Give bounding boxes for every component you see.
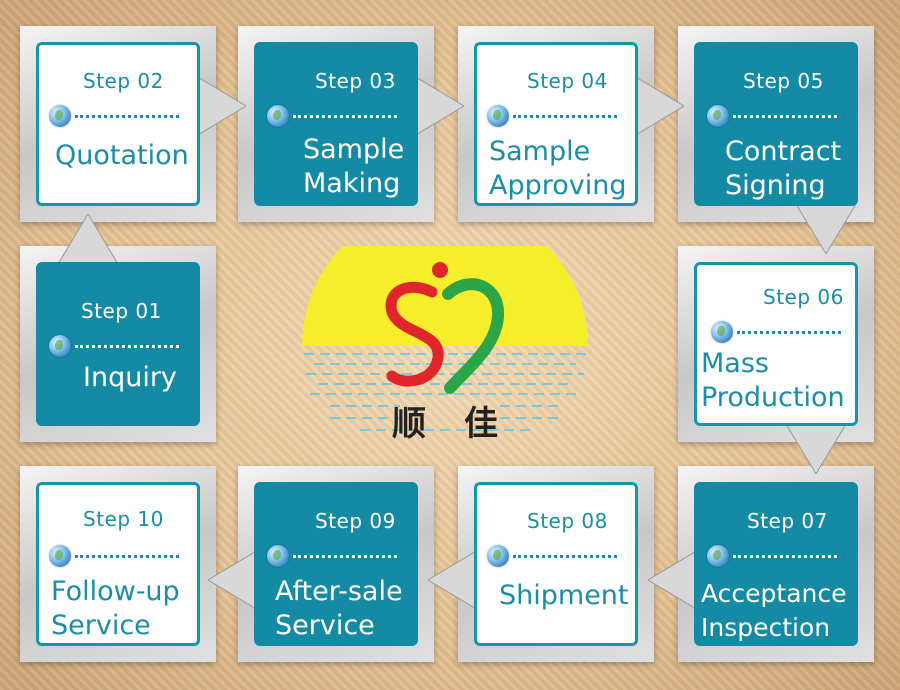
step-08-label: Step 08 xyxy=(527,509,608,533)
step-05-divider xyxy=(707,105,837,127)
arrow-left xyxy=(648,550,698,610)
arrow-left xyxy=(208,550,258,610)
company-logo: 顺 佳 xyxy=(300,203,590,446)
step-10-label: Step 10 xyxy=(83,507,164,531)
step-08-divider xyxy=(487,545,617,567)
step-02-title: Quotation xyxy=(55,140,189,171)
step-09-divider xyxy=(267,545,397,567)
arrow-down xyxy=(786,424,846,474)
arrow-right xyxy=(634,76,684,136)
step-10-frame: Step 10 Follow-up Service xyxy=(20,466,216,662)
step-07-title: Acceptance Inspection xyxy=(701,579,847,642)
step-04-title: Sample Approving xyxy=(489,136,627,201)
step-02-tile: Step 02 Quotation xyxy=(36,42,200,206)
logo-char-2: 佳 xyxy=(464,404,498,444)
step-02-divider xyxy=(49,105,179,127)
step-06-title: Mass Production xyxy=(701,348,845,413)
globe-icon xyxy=(487,105,509,127)
globe-icon xyxy=(707,105,729,127)
step-08-title: Shipment xyxy=(499,580,629,611)
step-04-divider xyxy=(487,105,617,127)
step-01-label: Step 01 xyxy=(81,299,162,323)
step-10-title: Follow-up Service xyxy=(51,576,180,641)
step-03-title: Sample Making xyxy=(303,134,405,199)
arrow-down xyxy=(796,204,856,254)
step-03-tile: Step 03 Sample Making xyxy=(254,42,418,206)
logo-graphic xyxy=(302,203,588,431)
step-04-label: Step 04 xyxy=(527,69,608,93)
step-02-label: Step 02 xyxy=(83,69,164,93)
step-01-frame: Step 01 Inquiry xyxy=(20,214,216,442)
step-07-tile: Step 07 Acceptance Inspection xyxy=(694,482,858,646)
step-06-label: Step 06 xyxy=(763,285,844,309)
step-03-label: Step 03 xyxy=(315,69,396,93)
step-01-title: Inquiry xyxy=(83,362,177,393)
step-09-label: Step 09 xyxy=(315,509,396,533)
step-07-frame: Step 07 Acceptance Inspection xyxy=(648,466,874,662)
step-05-label: Step 05 xyxy=(743,69,824,93)
step-01-divider xyxy=(49,335,179,357)
arrow-left xyxy=(428,550,478,610)
step-08-tile: Step 08 Shipment xyxy=(474,482,638,646)
step-09-frame: Step 09 After-sale Service xyxy=(208,466,434,662)
globe-icon xyxy=(487,545,509,567)
step-05-frame: Step 05 Contract Signing xyxy=(678,26,874,254)
globe-icon xyxy=(49,105,71,127)
globe-icon xyxy=(267,105,289,127)
step-06-divider xyxy=(711,321,841,343)
step-04-frame: Step 04 Sample Approving xyxy=(458,26,684,222)
step-07-divider xyxy=(707,545,837,567)
arrow-up xyxy=(58,214,118,264)
logo-char-1: 顺 xyxy=(392,404,426,444)
step-10-divider xyxy=(49,545,179,567)
step-02-frame: Step 02 Quotation xyxy=(20,26,246,222)
step-01-tile: Step 01 Inquiry xyxy=(36,262,200,426)
step-08-frame: Step 08 Shipment xyxy=(428,466,654,662)
step-10-tile: Step 10 Follow-up Service xyxy=(36,482,200,646)
arrow-right xyxy=(414,76,464,136)
step-03-frame: Step 03 Sample Making xyxy=(238,26,464,222)
globe-icon xyxy=(49,545,71,567)
globe-icon xyxy=(49,335,71,357)
step-05-tile: Step 05 Contract Signing xyxy=(694,42,858,206)
globe-icon xyxy=(711,321,733,343)
globe-icon xyxy=(707,545,729,567)
arrow-right xyxy=(196,76,246,136)
globe-icon xyxy=(267,545,289,567)
step-06-frame: Step 06 Mass Production xyxy=(678,246,874,474)
step-05-title: Contract Signing xyxy=(725,136,842,201)
step-06-tile: Step 06 Mass Production xyxy=(694,262,858,426)
step-09-title: After-sale Service xyxy=(275,576,403,641)
step-04-tile: Step 04 Sample Approving xyxy=(474,42,638,206)
step-07-label: Step 07 xyxy=(747,509,828,533)
step-09-tile: Step 09 After-sale Service xyxy=(254,482,418,646)
step-03-divider xyxy=(267,105,397,127)
